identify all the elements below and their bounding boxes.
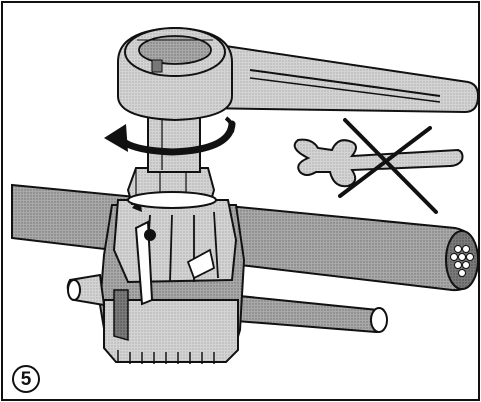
- connector-body: [66, 198, 246, 364]
- branch-cable: [196, 290, 388, 334]
- cable-conductor-strands: [450, 245, 474, 277]
- shear-bolt-head: [126, 109, 217, 209]
- step-number-badge: 5: [12, 365, 40, 393]
- torque-wrench-icon: [117, 26, 480, 122]
- rotate-left-arrow-icon: [104, 116, 236, 156]
- open-end-wrench-icon: [293, 138, 464, 188]
- cross-out-icon: [338, 118, 438, 214]
